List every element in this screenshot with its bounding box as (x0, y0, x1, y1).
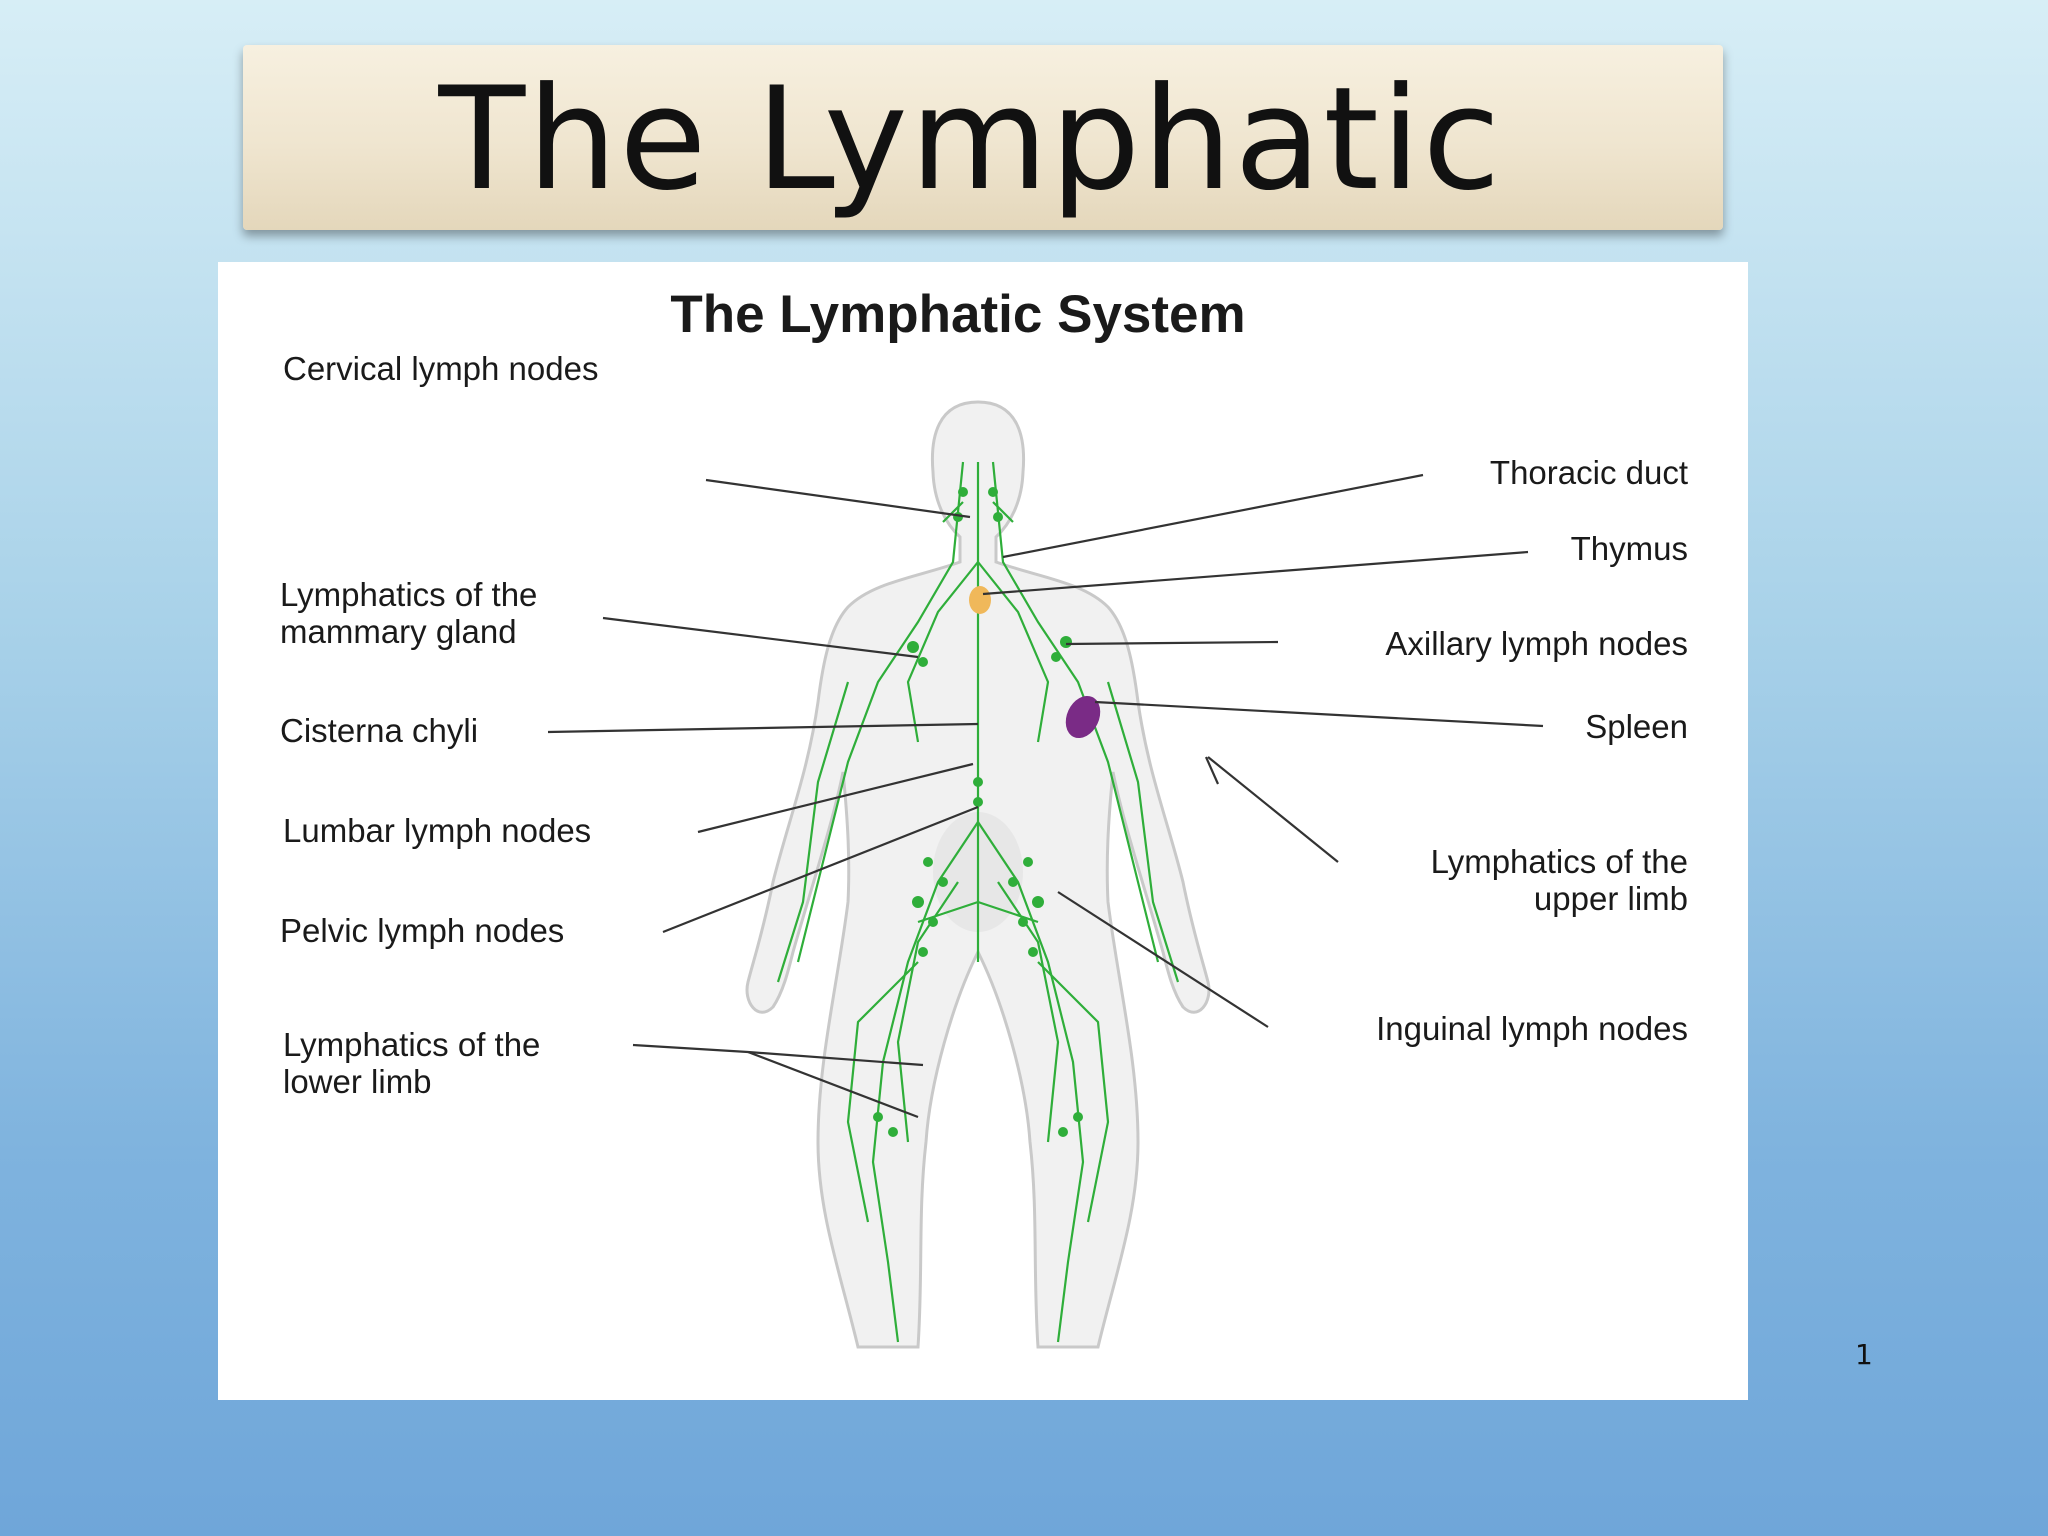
label-pelvic-lymph-nodes: Pelvic lymph nodes (280, 912, 565, 949)
label-cervical-lymph-nodes: Cervical lymph nodes (283, 350, 599, 387)
title-banner: The Lymphatic System (243, 45, 1723, 412)
label-inguinal-lymph-nodes: Inguinal lymph nodes (1376, 1010, 1688, 1047)
lymph-node-clusters (873, 487, 1083, 1137)
lymphatic-diagram: The Lymphatic System (218, 262, 1748, 1400)
figure-title: The Lymphatic System (670, 285, 1246, 344)
label-spleen: Spleen (1585, 708, 1688, 745)
label-thymus: Thymus (1570, 530, 1688, 567)
label-lymphatics-lower-limb: Lymphatics of the lower limb (283, 1026, 541, 1100)
label-lumbar-lymph-nodes: Lumbar lymph nodes (283, 812, 592, 849)
label-thoracic-duct: Thoracic duct (1489, 454, 1688, 491)
label-lymphatics-mammary-gland: Lymphatics of the mammary gland (280, 576, 538, 650)
spleen-organ (1065, 695, 1101, 739)
body-illustration (547, 400, 1544, 1349)
label-cisterna-chyli: Cisterna chyli (280, 712, 479, 749)
label-lymphatics-upper-limb: Lymphatics of the upper limb (1430, 843, 1688, 917)
thymus-organ (969, 586, 991, 614)
leader-lines (547, 473, 1544, 1119)
label-axillary-lymph-nodes: Axillary lymph nodes (1385, 625, 1688, 662)
slide-number: 1 (1855, 1338, 1873, 1371)
